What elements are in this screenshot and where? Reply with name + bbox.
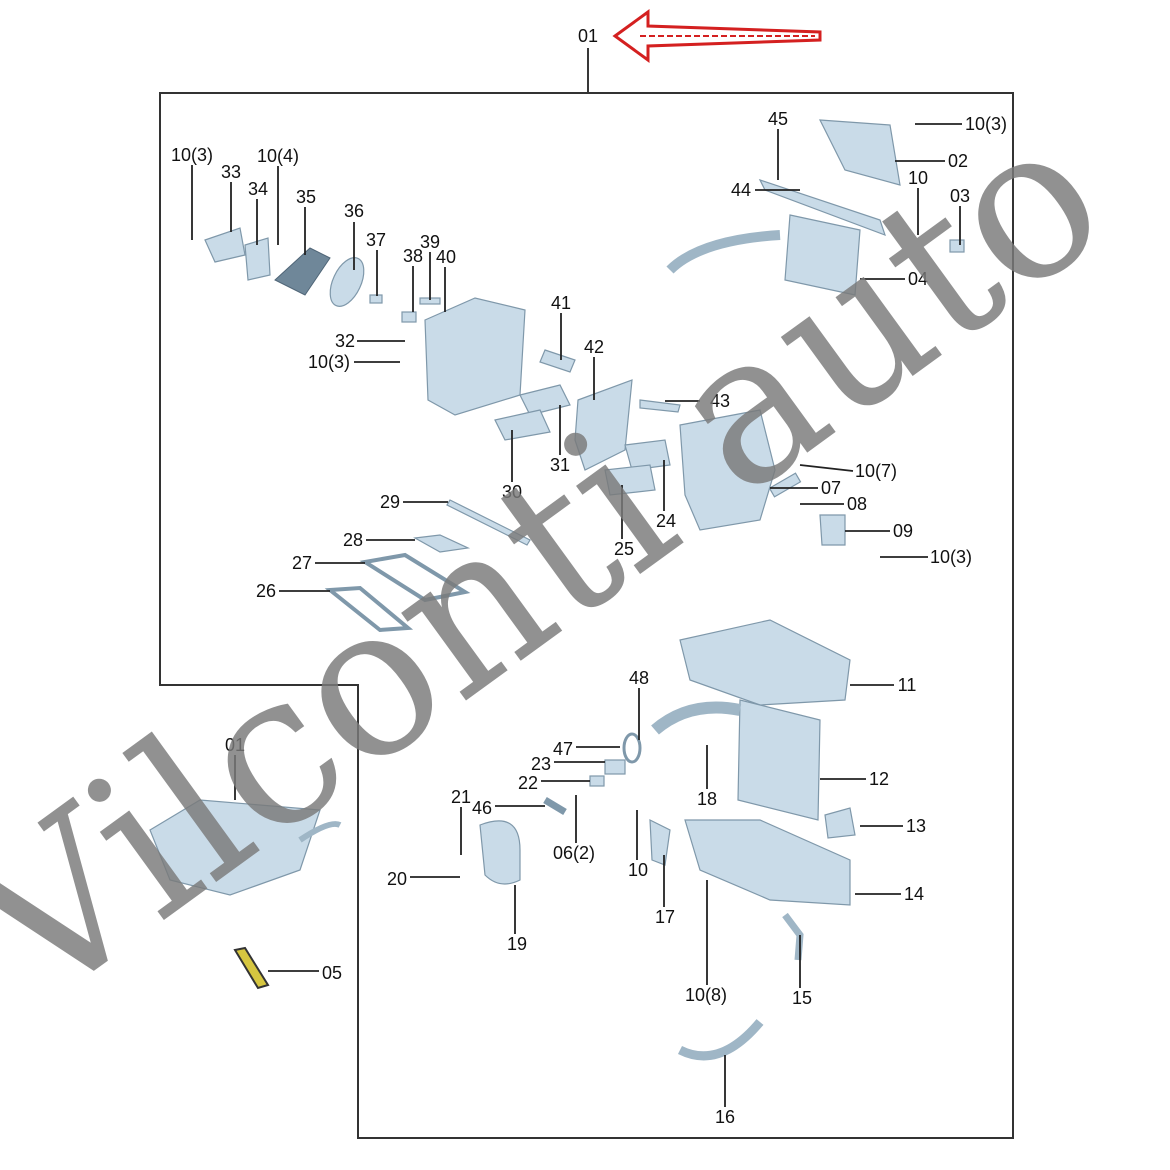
- callout-19: 19: [507, 934, 527, 954]
- callout-35: 35: [296, 187, 316, 207]
- callout-11: 11: [898, 675, 917, 695]
- callout-23: 23: [531, 754, 551, 774]
- leader-lines: [191, 123, 962, 1107]
- callout-04: 04: [908, 269, 928, 289]
- callout-33: 33: [221, 162, 241, 182]
- callout-32: 32: [335, 331, 355, 351]
- callout-37: 37: [366, 230, 386, 250]
- callout-15: 15: [792, 988, 812, 1008]
- callout-28: 28: [343, 530, 363, 550]
- callout-24: 24: [656, 511, 676, 531]
- callout-38: 38: [403, 246, 423, 266]
- callout-10: 10: [908, 168, 928, 188]
- callout-27: 27: [292, 553, 312, 573]
- callout-36: 36: [344, 201, 364, 221]
- callout-08: 08: [847, 494, 867, 514]
- callout-22: 22: [518, 773, 538, 793]
- callout-13: 13: [906, 816, 926, 836]
- callout-25: 25: [614, 539, 634, 559]
- callout-06-2-: 06(2): [553, 843, 595, 863]
- callout-34: 34: [248, 179, 268, 199]
- callout-01: 01: [578, 26, 598, 46]
- group-outline: [159, 92, 1014, 1139]
- callout-18: 18: [697, 789, 717, 809]
- callout-10-3-: 10(3): [965, 114, 1007, 134]
- callout-10-8-: 10(8): [685, 985, 727, 1005]
- callout-41: 41: [551, 293, 571, 313]
- callout-02: 02: [948, 151, 968, 171]
- callout-39: 39: [420, 232, 440, 252]
- callout-43: 43: [710, 391, 730, 411]
- callout-17: 17: [655, 907, 675, 927]
- parts: [149, 119, 965, 1061]
- callout-45: 45: [768, 109, 788, 129]
- callout-12: 12: [869, 769, 889, 789]
- callout-01: 01: [225, 735, 245, 755]
- callout-44: 44: [731, 180, 751, 200]
- callout-30: 30: [502, 482, 522, 502]
- direction-arrow-icon: [612, 9, 822, 63]
- callout-40: 40: [436, 247, 456, 267]
- callout-42: 42: [584, 337, 604, 357]
- callout-10: 10: [628, 860, 648, 880]
- callout-10-3-: 10(3): [171, 145, 213, 165]
- callout-10-4-: 10(4): [257, 146, 299, 166]
- callout-14: 14: [904, 884, 924, 904]
- callout-07: 07: [821, 478, 841, 498]
- callout-10-7-: 10(7): [855, 461, 897, 481]
- callout-10-3-: 10(3): [930, 547, 972, 567]
- callout-31: 31: [550, 455, 570, 475]
- callout-16: 16: [715, 1107, 735, 1127]
- leader-line: [799, 464, 854, 472]
- callout-09: 09: [893, 521, 913, 541]
- callout-26: 26: [256, 581, 276, 601]
- callout-21: 21: [451, 787, 471, 807]
- callout-47: 47: [553, 739, 573, 759]
- callout-20: 20: [387, 869, 407, 889]
- callout-29: 29: [380, 492, 400, 512]
- callout-03: 03: [950, 186, 970, 206]
- callout-10-3-: 10(3): [308, 352, 350, 372]
- callout-05: 05: [322, 963, 342, 983]
- callout-46: 46: [472, 798, 492, 818]
- callout-48: 48: [629, 668, 649, 688]
- watermark: Vilconti auto: [0, 70, 1145, 1052]
